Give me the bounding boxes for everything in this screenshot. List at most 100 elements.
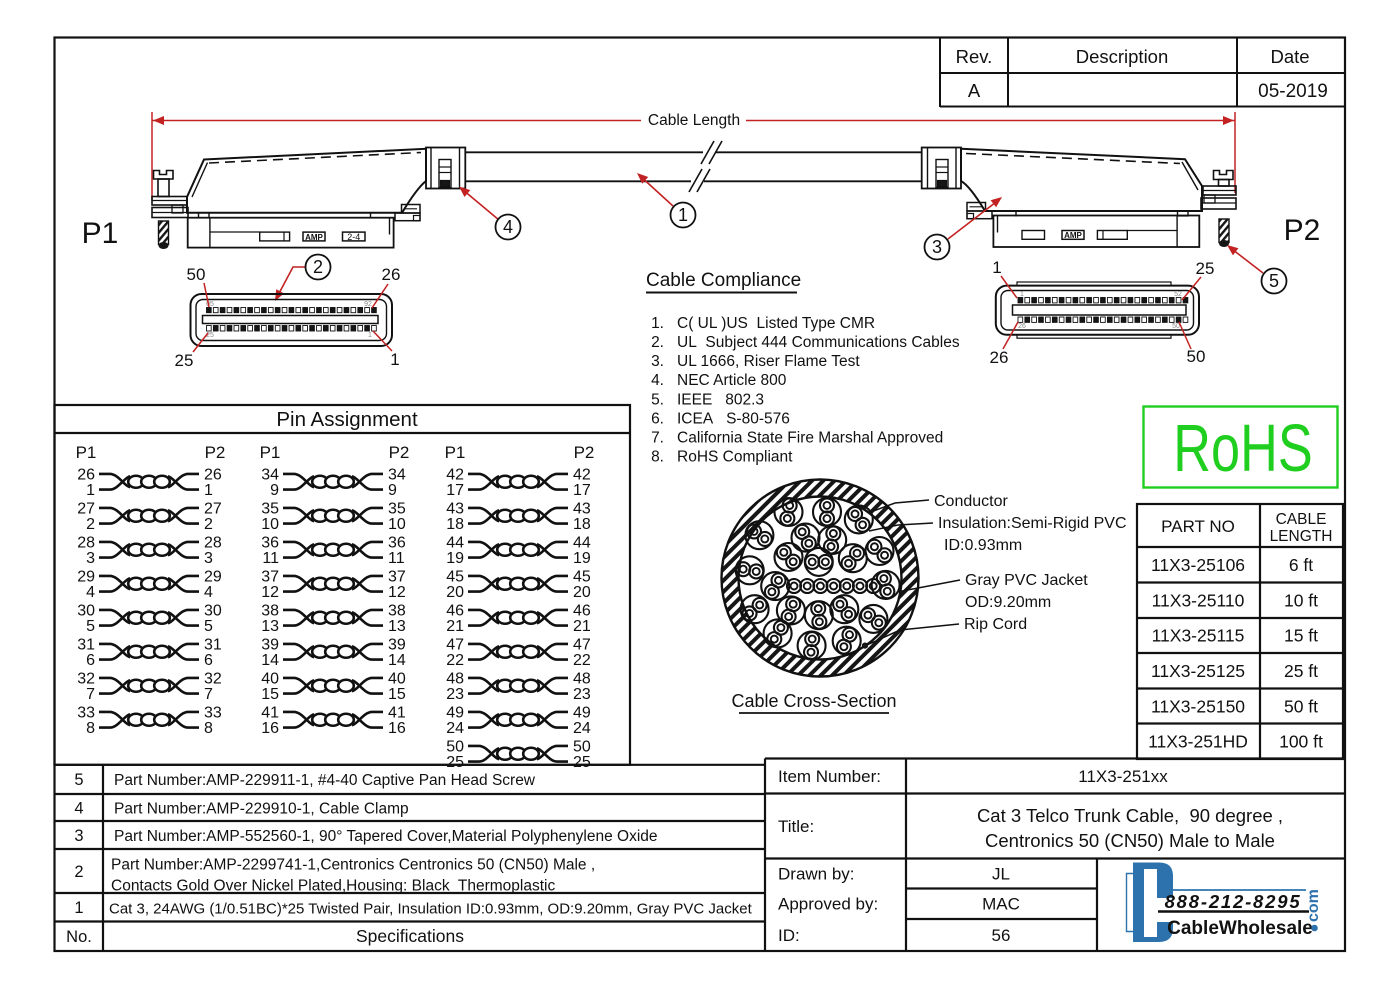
svg-text:13: 13 — [388, 618, 406, 635]
svg-text:3: 3 — [932, 237, 942, 257]
svg-text:1: 1 — [1020, 291, 1024, 298]
svg-text:1: 1 — [390, 350, 399, 369]
svg-text:2: 2 — [313, 257, 323, 277]
svg-text:50: 50 — [573, 739, 591, 756]
svg-text:13: 13 — [261, 618, 279, 635]
svg-text:1: 1 — [204, 482, 213, 499]
svg-text:1.: 1. — [651, 315, 664, 332]
svg-text:20: 20 — [446, 584, 464, 601]
svg-text:18: 18 — [446, 516, 464, 533]
svg-text:26: 26 — [204, 467, 222, 484]
svg-text:Insulation:Semi-Rigid PVC: Insulation:Semi-Rigid PVC — [938, 515, 1127, 532]
svg-text:3: 3 — [74, 827, 83, 845]
svg-text:50: 50 — [1187, 347, 1206, 366]
svg-text:ICEA S-80-576: ICEA S-80-576 — [677, 410, 790, 427]
svg-text:com: com — [1305, 889, 1322, 922]
svg-text:14: 14 — [388, 652, 406, 669]
svg-text:25: 25 — [446, 754, 464, 771]
svg-text:25: 25 — [1196, 259, 1215, 278]
svg-text:25: 25 — [175, 351, 194, 370]
svg-text:4: 4 — [503, 217, 513, 237]
svg-text:28: 28 — [204, 535, 222, 552]
svg-text:100 ft: 100 ft — [1279, 732, 1323, 752]
svg-text:10: 10 — [261, 516, 279, 533]
svg-text:7.: 7. — [651, 429, 664, 446]
svg-text:50: 50 — [187, 265, 206, 284]
svg-text:2: 2 — [74, 863, 83, 881]
svg-text:22: 22 — [573, 652, 591, 669]
svg-text:25: 25 — [206, 332, 214, 339]
svg-text:ID:0.93mm: ID:0.93mm — [944, 537, 1022, 554]
svg-text:P2: P2 — [574, 443, 595, 462]
svg-text:1: 1 — [992, 258, 1001, 277]
svg-text:35: 35 — [261, 501, 279, 518]
svg-text:30: 30 — [77, 603, 95, 620]
svg-text:52: 52 — [1174, 291, 1182, 298]
svg-text:P1: P1 — [76, 443, 97, 462]
svg-text:34: 34 — [261, 467, 279, 484]
svg-text:UL 1666, Riser Flame Test: UL 1666, Riser Flame Test — [677, 353, 860, 370]
svg-text:5.: 5. — [651, 391, 664, 408]
svg-text:Rip Cord: Rip Cord — [964, 616, 1027, 633]
svg-text:9: 9 — [270, 482, 279, 499]
svg-text:12: 12 — [261, 584, 279, 601]
svg-text:46: 46 — [446, 603, 464, 620]
svg-text:92: 92 — [364, 301, 372, 308]
svg-text:1: 1 — [86, 482, 95, 499]
svg-text:32: 32 — [204, 671, 222, 688]
svg-text:Cable Compliance: Cable Compliance — [646, 270, 801, 291]
svg-text:48: 48 — [446, 671, 464, 688]
svg-text:39: 39 — [388, 637, 406, 654]
svg-text:28: 28 — [77, 535, 95, 552]
svg-text:P2: P2 — [389, 443, 410, 462]
svg-text:Specifications: Specifications — [356, 926, 464, 946]
svg-text:45: 45 — [573, 569, 591, 586]
svg-text:40: 40 — [388, 671, 406, 688]
svg-text:43: 43 — [573, 501, 591, 518]
svg-text:ID:: ID: — [778, 926, 800, 945]
svg-text:4: 4 — [86, 584, 95, 601]
svg-text:2: 2 — [204, 516, 213, 533]
svg-text:CABLE: CABLE — [1276, 511, 1327, 528]
svg-text:PART NO: PART NO — [1161, 517, 1235, 536]
svg-text:No.: No. — [66, 928, 92, 946]
svg-text:P2: P2 — [205, 443, 226, 462]
svg-text:Cable Cross-Section: Cable Cross-Section — [731, 691, 896, 711]
svg-text:Pin Assignment: Pin Assignment — [276, 408, 418, 431]
svg-text:05: 05 — [206, 301, 214, 308]
svg-text:6 ft: 6 ft — [1289, 555, 1313, 575]
svg-text:Drawn by:: Drawn by: — [778, 865, 855, 884]
svg-text:5: 5 — [86, 618, 95, 635]
svg-text:3.: 3. — [651, 353, 664, 370]
svg-text:17: 17 — [446, 482, 464, 499]
svg-text:12: 12 — [388, 584, 406, 601]
svg-text:37: 37 — [388, 569, 406, 586]
svg-text:05-2019: 05-2019 — [1258, 81, 1328, 102]
svg-text:Part Number:AMP-229911-1, #4-4: Part Number:AMP-229911-1, #4-40 Captive … — [114, 772, 536, 789]
svg-text:11X3-251HD: 11X3-251HD — [1148, 732, 1248, 752]
svg-text:11X3-25150: 11X3-25150 — [1151, 697, 1245, 717]
svg-text:31: 31 — [204, 637, 222, 654]
svg-text:2: 2 — [86, 516, 95, 533]
svg-text:11X3-25106: 11X3-25106 — [1151, 555, 1245, 575]
svg-text:C( UL )US Listed Type CMR: C( UL )US Listed Type CMR — [677, 315, 875, 332]
svg-text:OD:9.20mm: OD:9.20mm — [965, 594, 1051, 611]
svg-text:38: 38 — [388, 603, 406, 620]
svg-text:Centronics 50 (CN50) Male to M: Centronics 50 (CN50) Male to Male — [985, 830, 1275, 851]
svg-text:4: 4 — [74, 800, 83, 818]
svg-text:27: 27 — [204, 501, 222, 518]
svg-text:UL Subject 444 Communications: UL Subject 444 Communications Cables — [677, 334, 960, 351]
svg-text:10 ft: 10 ft — [1284, 591, 1318, 611]
svg-text:3: 3 — [86, 550, 95, 567]
svg-text:23: 23 — [446, 686, 464, 703]
svg-text:2-4: 2-4 — [347, 232, 360, 242]
svg-text:11X3-251xx: 11X3-251xx — [1078, 767, 1168, 786]
svg-text:P1: P1 — [445, 443, 466, 462]
svg-text:7: 7 — [86, 686, 95, 703]
svg-text:33: 33 — [77, 705, 95, 722]
svg-text:8.: 8. — [651, 448, 664, 465]
svg-text:48: 48 — [573, 671, 591, 688]
svg-text:1: 1 — [678, 205, 688, 225]
svg-text:1: 1 — [368, 332, 372, 339]
svg-text:Cat 3 Telco Trunk Cable, 90 d: Cat 3 Telco Trunk Cable, 90 degree , — [977, 805, 1283, 826]
